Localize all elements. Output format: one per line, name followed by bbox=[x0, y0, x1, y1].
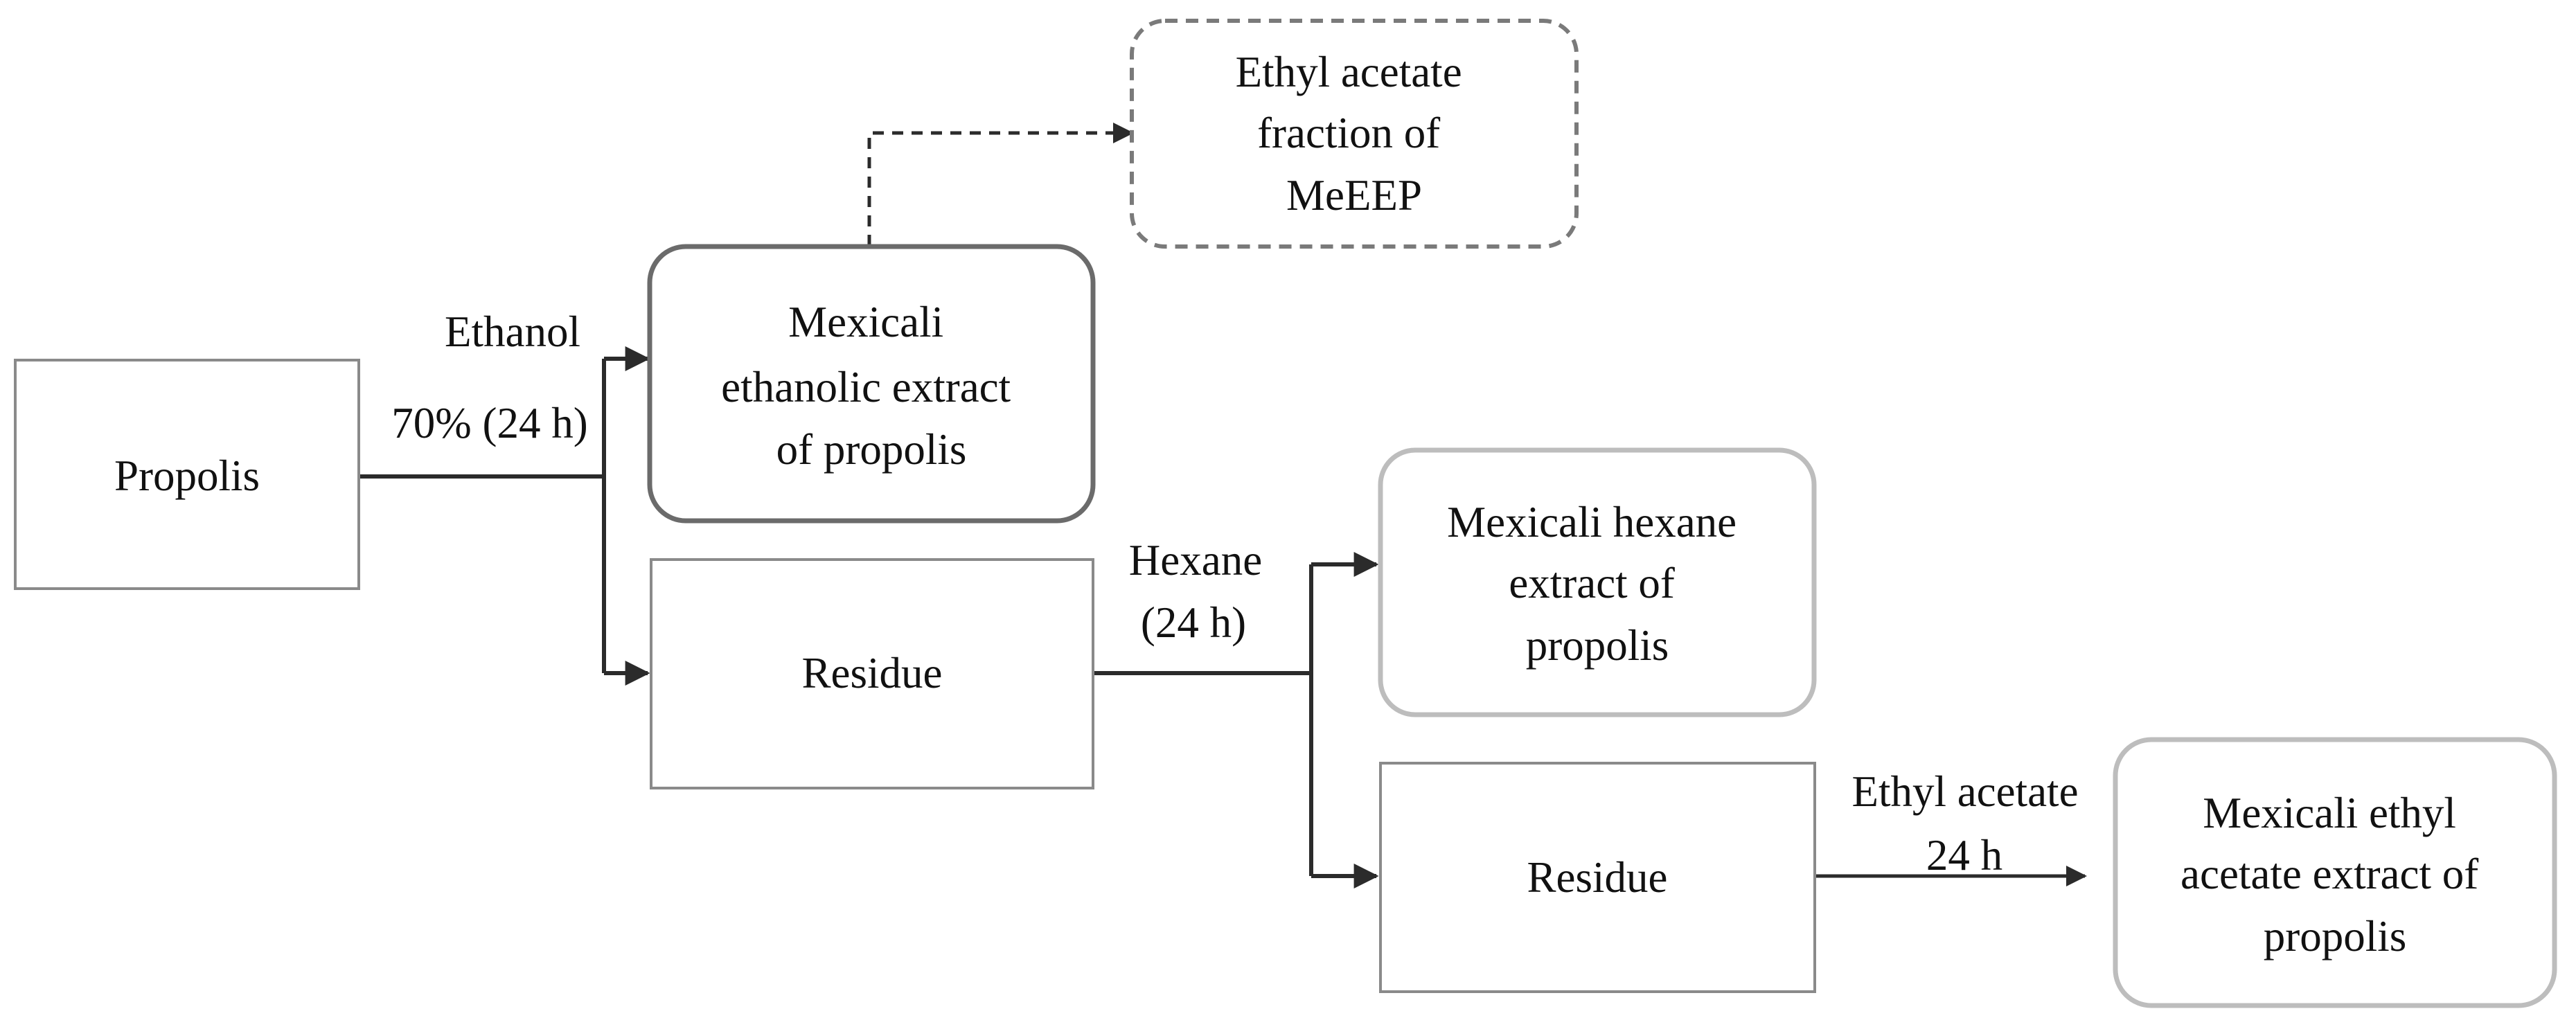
label-ethyl-acetate: Ethyl acetate 24 h bbox=[1851, 767, 2078, 879]
box-ethanolic-extract: Mexicali ethanolic extract of propolis bbox=[647, 244, 1096, 524]
label-hexane-line-2: (24 h) bbox=[1141, 598, 1246, 647]
label-hexane: Hexane (24 h) bbox=[1129, 536, 1262, 647]
svg-text:Mexicali ethyl acetate e: Mexicali ethyl acetate extract of propol… bbox=[2180, 789, 2489, 961]
label-ethyl-acetate-line-2: 24 h bbox=[1926, 831, 2002, 879]
svg-text:24 h: 24 h bbox=[1926, 831, 2002, 879]
box-ethyl-acetate-extract-line-1: Mexicali ethyl bbox=[2203, 789, 2456, 837]
box-residue-2-text: Residue bbox=[1527, 853, 1668, 902]
svg-text:Ethyl acetate fraction o: Ethyl acetate fraction of MeEEP bbox=[1236, 48, 1473, 220]
box-ethanolic-extract-line-2: ethanolic extract bbox=[721, 363, 1011, 411]
label-ethanol: Ethanol 70% (24 h) bbox=[391, 307, 587, 447]
box-hexane-extract: Mexicali hexane extract of propolis bbox=[1378, 447, 1817, 717]
svg-text:Ethanol: Ethanol bbox=[445, 307, 580, 356]
label-ethyl-acetate-line-1: Ethyl acetate bbox=[1851, 767, 2078, 816]
box-hexane-extract-line-1: Mexicali hexane bbox=[1447, 498, 1736, 546]
box-ethyl-acetate-fraction-line-2: fraction of bbox=[1257, 109, 1440, 157]
box-residue-2: Residue bbox=[1379, 762, 1816, 993]
box-hexane-extract-line-3: propolis bbox=[1526, 621, 1669, 670]
box-ethanolic-extract-line-3: of propolis bbox=[776, 425, 967, 474]
svg-text:70% (24 h): 70% (24 h) bbox=[391, 399, 587, 447]
box-ethanolic-extract-line-1: Mexicali bbox=[788, 298, 943, 346]
box-residue-1-text: Residue bbox=[802, 649, 943, 697]
svg-text:Hexane: Hexane bbox=[1129, 536, 1262, 584]
dashed-arrow-to-ethyl-acetate-fraction bbox=[867, 123, 1134, 246]
label-ethanol-line-2: 70% (24 h) bbox=[391, 399, 587, 447]
label-ethanol-line-1: Ethanol bbox=[445, 307, 580, 356]
svg-text:Propolis: Propolis bbox=[114, 452, 260, 500]
box-ethyl-acetate-fraction-line-1: Ethyl acetate bbox=[1236, 48, 1462, 96]
box-ethyl-acetate-extract-line-3: propolis bbox=[2264, 912, 2407, 961]
connectors bbox=[359, 123, 2087, 888]
svg-text:Residue: Residue bbox=[802, 649, 943, 697]
box-ethyl-acetate-extract-line-2: acetate extract of bbox=[2180, 850, 2478, 898]
box-residue-1: Residue bbox=[650, 558, 1094, 789]
box-propolis: Propolis bbox=[14, 359, 360, 590]
svg-text:Residue: Residue bbox=[1527, 853, 1668, 902]
svg-text:(24 h): (24 h) bbox=[1141, 598, 1246, 647]
box-propolis-text: Propolis bbox=[114, 452, 260, 500]
svg-text:Mexicali ethanolic extra: Mexicali ethanolic extract of propolis bbox=[721, 298, 1022, 474]
box-ethyl-acetate-fraction: Ethyl acetate fraction of MeEEP bbox=[1130, 19, 1579, 249]
box-ethyl-acetate-extract: Mexicali ethyl acetate extract of propol… bbox=[2113, 737, 2557, 1008]
svg-text:Ethyl acetate: Ethyl acetate bbox=[1851, 767, 2078, 816]
svg-text:Mexicali hexane extract: Mexicali hexane extract of propolis bbox=[1447, 498, 1748, 670]
box-ethyl-acetate-fraction-line-3: MeEEP bbox=[1286, 171, 1422, 220]
box-hexane-extract-line-2: extract of bbox=[1509, 559, 1675, 607]
label-hexane-line-1: Hexane bbox=[1129, 536, 1262, 584]
